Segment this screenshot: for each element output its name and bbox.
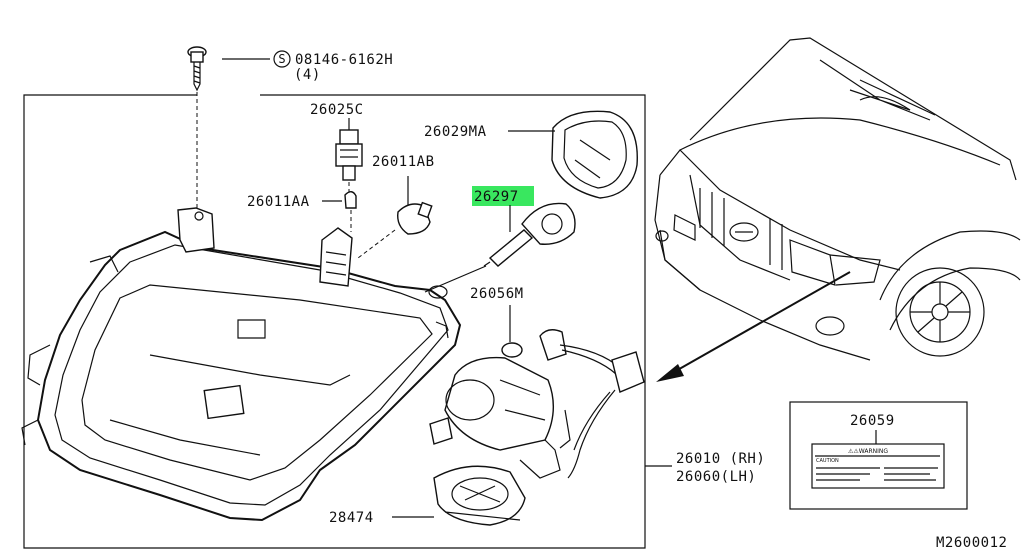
xenon-bulb-illustration [424,202,576,293]
caution-label-side: CAUTION [816,458,839,464]
label-wedge-bulb: 26011AB [372,154,435,170]
screw-symbol-icon: S [273,50,291,68]
highlight-xenon-bulb [472,186,534,206]
label-assembly-rh: 26010 (RH) [676,451,765,467]
label-xenon-bulb: 26297 [474,189,519,205]
pointer-arrow-icon [656,271,851,382]
label-assembly-lh: 26060(LH) [676,469,756,485]
headlamp-housing [21,207,462,522]
label-caution-label: 26059 [850,413,895,429]
label-leveling-motor: 26056M [470,286,524,302]
wiring-harness-illustration [539,329,645,479]
leveling-motor-illustration [429,342,561,479]
caution-label-frame [789,401,968,510]
diagram-code: M2600012 [936,535,1007,551]
socket-illustration [335,129,363,210]
cap-illustration [551,110,638,199]
label-small-bulb: 26011AA [247,194,310,210]
label-ballast: 28474 [329,510,374,526]
caution-label-illustration: ⚠⚠WARNING CAUTION [811,443,945,489]
vehicle-illustration [654,37,1021,361]
screw-part-number: 08146-6162H [295,52,393,68]
caution-label-heading: ⚠⚠WARNING [848,448,888,455]
screw-illustration [187,46,207,215]
small-bulb-illustration [344,191,357,232]
assembly-frame [23,94,646,549]
label-cap: 26029MA [424,124,487,140]
label-socket: 26025C [310,102,364,118]
ballast-illustration [433,465,526,526]
wedge-bulb-illustration [357,176,433,259]
screw-quantity: (4) [294,67,321,83]
svg-text:S: S [278,52,285,66]
